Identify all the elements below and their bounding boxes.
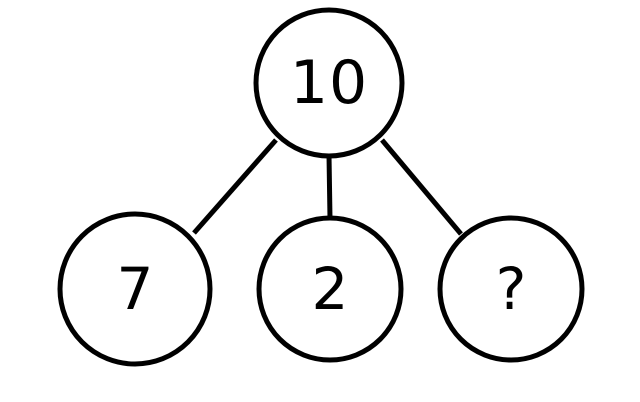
edge-root-to-right-leaf (380, 138, 463, 236)
leaf-node-label-middle: 2 (311, 255, 349, 323)
root-node-circle[interactable] (253, 7, 405, 159)
root-node-label: 10 (289, 48, 369, 118)
edge-root-to-middle-leaf (326, 154, 333, 220)
edge-root-to-left-leaf (192, 138, 278, 235)
leaf-node-circle-middle[interactable] (256, 215, 404, 363)
leaf-node-label-right: ? (495, 255, 527, 323)
leaf-node-label-left: 7 (116, 255, 154, 323)
leaf-node-circle-left[interactable] (57, 211, 213, 367)
leaf-node-circle-right[interactable] (437, 215, 585, 363)
